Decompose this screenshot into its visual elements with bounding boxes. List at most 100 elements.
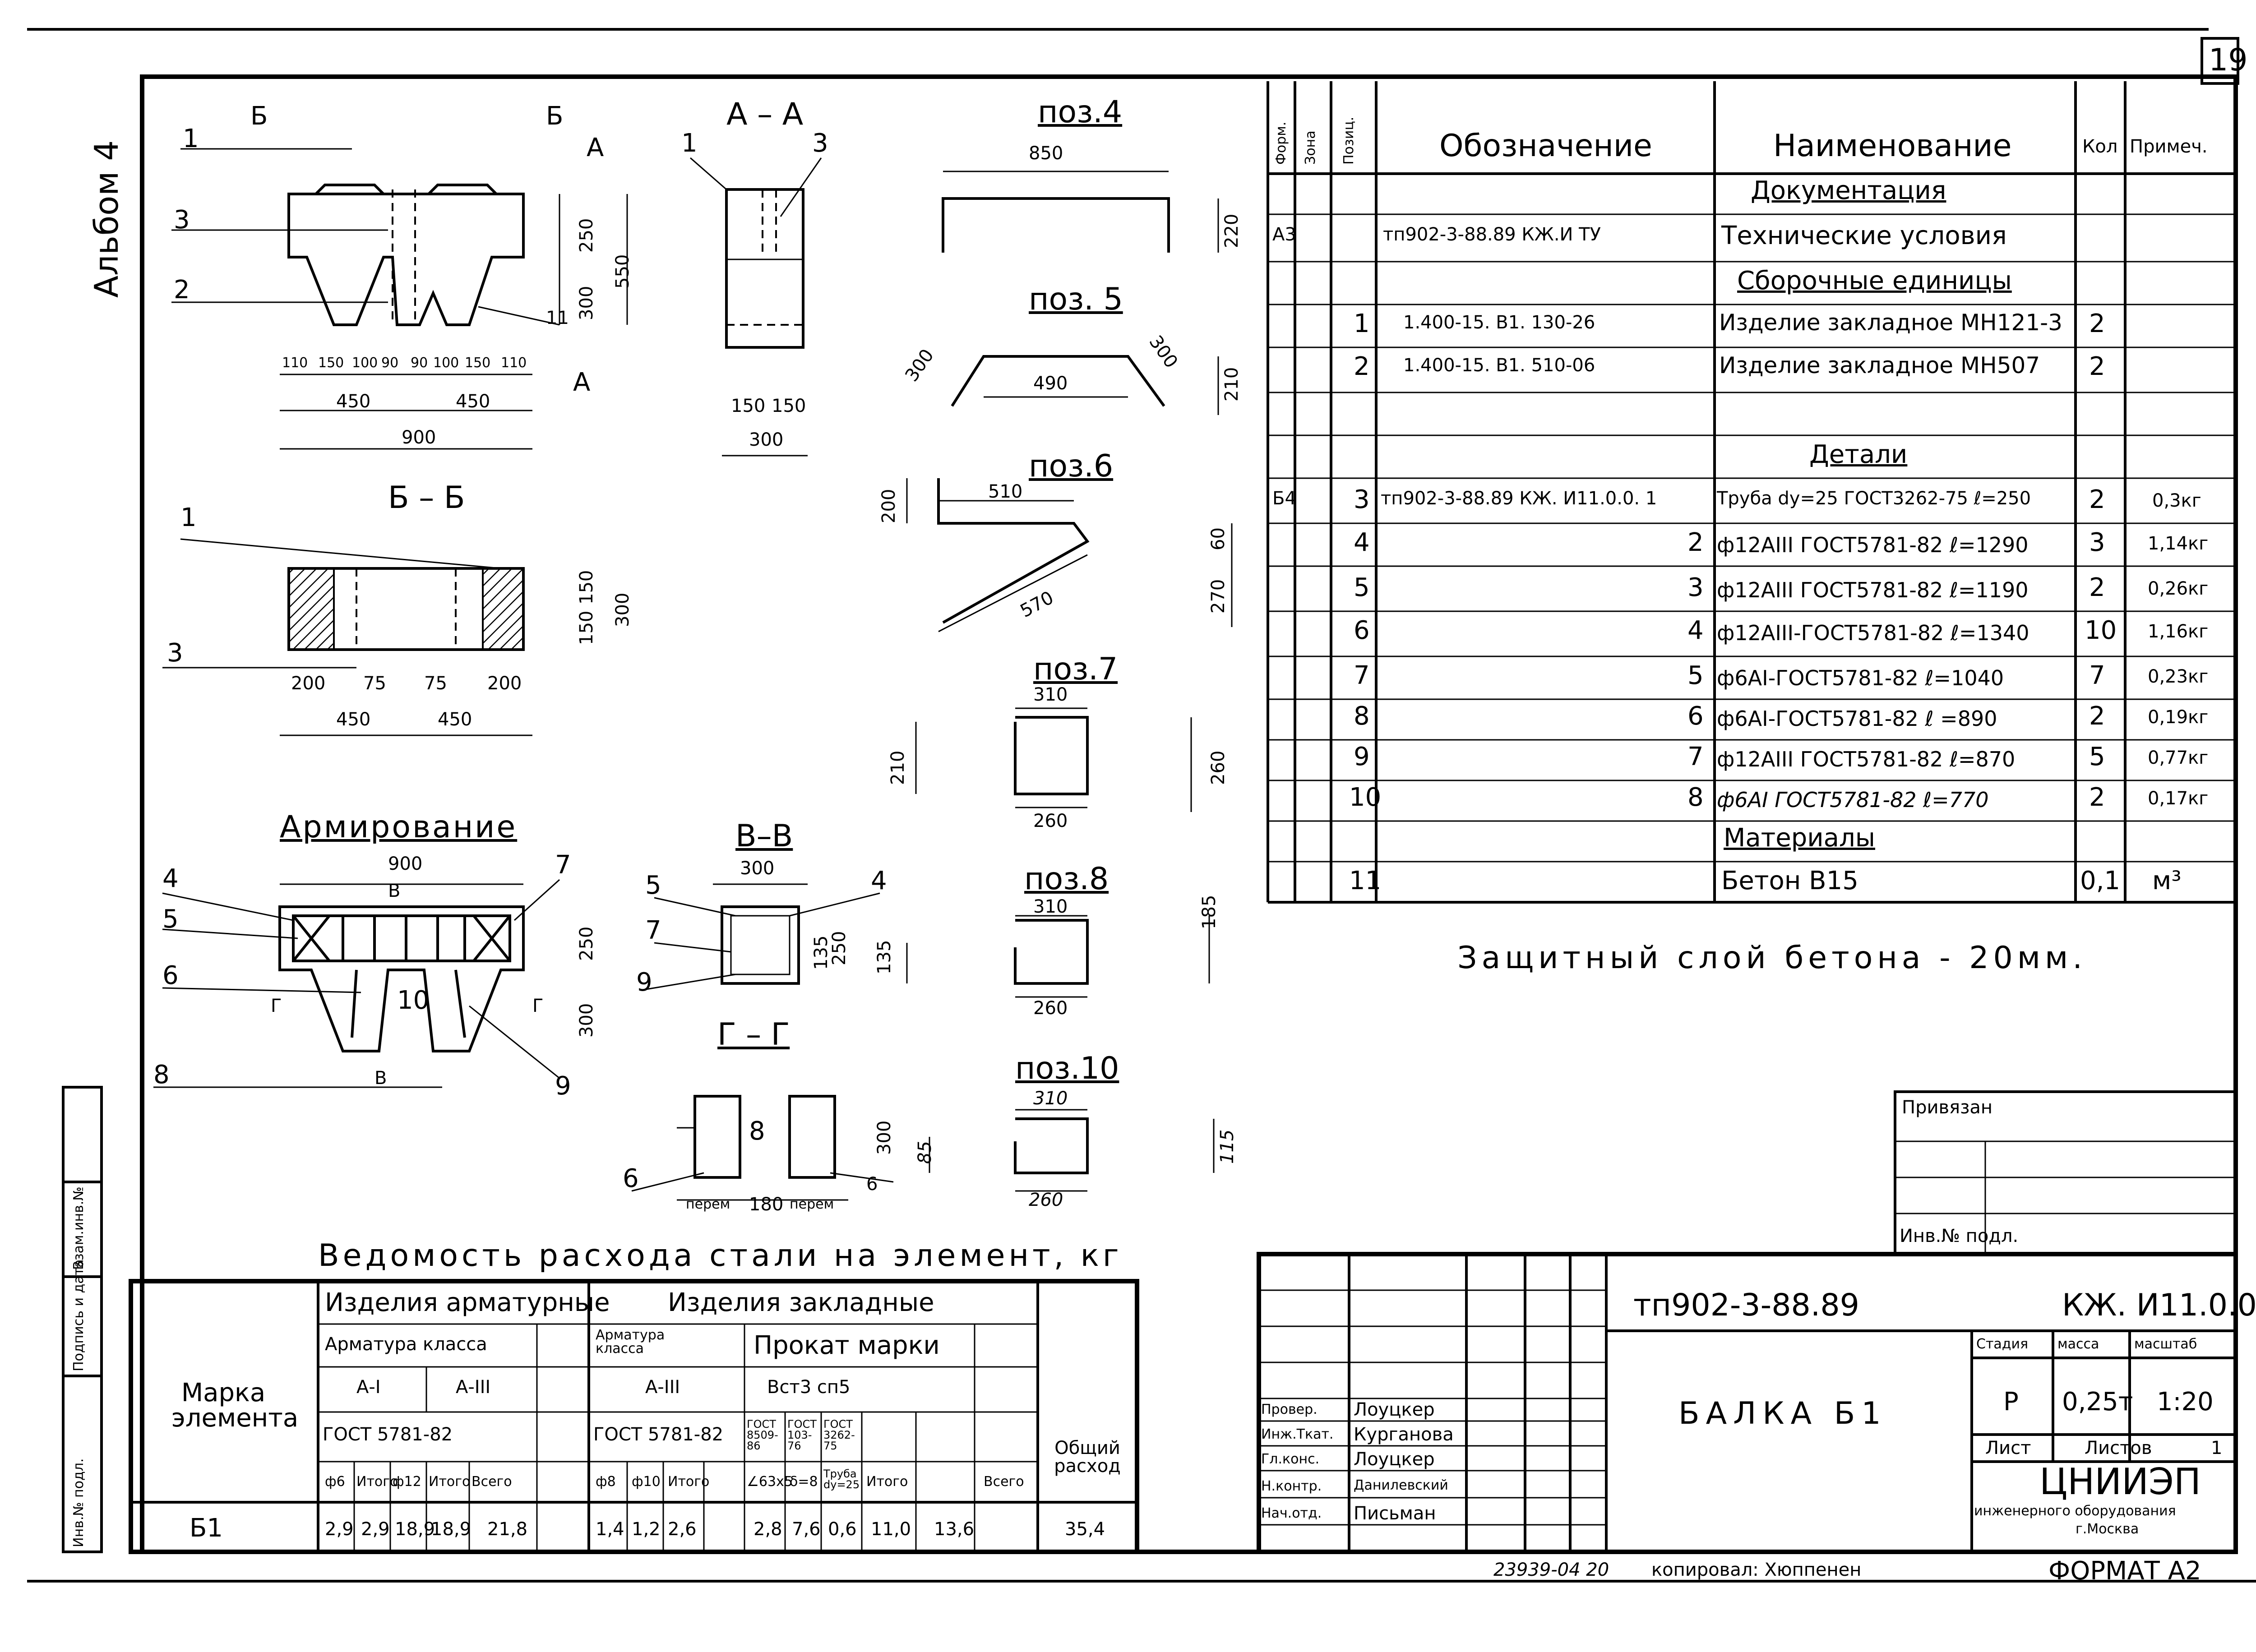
scale-header: масштаб [2134, 1336, 2197, 1352]
bar-pos7 [915, 707, 1192, 812]
drawing-title: БАЛКА Б1 [1678, 1396, 1887, 1431]
bar-pos6 [906, 478, 1233, 632]
reinforcement-title: Армирование [280, 809, 518, 845]
beam-elevation [171, 148, 628, 450]
section-aa-title: А – А [726, 97, 804, 132]
side-stamp-lines [62, 1086, 103, 1553]
section-gg [631, 1095, 894, 1201]
spec-table-grid [1267, 81, 2237, 904]
spec-row-designation: 1.400-15. В1. 510-06 [1403, 355, 1595, 376]
dim-total: 900 [402, 427, 436, 448]
spec-row-designation: тп902-3-88.89 КЖ. И11.0.0. 1 [1381, 488, 1657, 509]
row-cell: 2,9 [361, 1519, 390, 1540]
spec-row-pos: 3 [1354, 485, 1370, 514]
aa-dim-left: 150 [731, 396, 766, 416]
total-header: Общий расход [1054, 1438, 1121, 1477]
vv-callout-9: 9 [636, 968, 652, 997]
pos4-length: 850 [1029, 143, 1063, 164]
sheet-number: 19 [2209, 42, 2248, 78]
dim-right-lower: 300 [576, 286, 597, 320]
spec-row-assembly: Сборочные единицы [1737, 266, 2012, 295]
title-block-grid [1257, 1252, 2238, 1554]
album-label: Альбом 4 [88, 140, 125, 298]
spec-row-pos: 4 [1354, 528, 1370, 557]
row-cell-total: 35,4 [1065, 1519, 1105, 1540]
subheader-cell: Всего [984, 1474, 1024, 1490]
reinf-class: Арматура класса [325, 1334, 487, 1355]
subheader-cell: ф10 [632, 1474, 661, 1490]
cut-label-a-top: А [587, 133, 604, 162]
arm-callout-9: 9 [555, 1071, 571, 1101]
spec-header-note: Примеч. [2130, 136, 2208, 157]
gost-embed: ГОСТ 5781-82 [593, 1424, 724, 1445]
mass-value: 0,25т [2062, 1387, 2133, 1417]
spec-header-name: Наименование [1773, 128, 2012, 164]
arm-width: 900 [388, 854, 423, 874]
sig-name: Курганова [1354, 1424, 1454, 1445]
subheader-cell: Итого [866, 1474, 908, 1490]
subheader-cell: Итого [429, 1474, 471, 1490]
class-a1: А-I [356, 1377, 381, 1398]
spec-row-qty: 2 [2089, 485, 2105, 514]
bb-dim-height: 300 [612, 592, 633, 627]
reinf-group-header: Изделия арматурные [325, 1288, 610, 1317]
subheader-cell: ф12 [393, 1474, 421, 1490]
bb-dim-right: 150 [576, 610, 597, 645]
spec-row-name: ф6АI-ГОСТ5781-82 ℓ=1040 [1717, 666, 2004, 690]
spec-row-pos: 8 [1354, 701, 1370, 731]
arm-cut-g-right: Г [532, 996, 544, 1016]
spec-row-note: м³ [2152, 866, 2182, 895]
bar-pos4 [942, 171, 1219, 253]
spec-row-name: ф12АIII-ГОСТ5781-82 ℓ=1340 [1717, 621, 2029, 645]
class-a3-embed: А-III [645, 1377, 680, 1398]
format-label: ФОРМАТ А2 [2048, 1556, 2201, 1586]
spec-row-qty: 7 [2089, 661, 2105, 690]
spec-row-name: ф12АIII ГОСТ5781-82 ℓ=1190 [1717, 578, 2029, 602]
sig-role: Гл.конс. [1261, 1451, 1320, 1467]
gost-c: ГОСТ 3262-75 [823, 1418, 855, 1452]
vv-callout-7: 7 [645, 916, 661, 945]
stage-header: Стадия [1976, 1336, 2029, 1352]
subheader-cell: Всего [472, 1474, 512, 1490]
scale-value: 1:20 [2157, 1387, 2214, 1417]
dim-bottom: 100 [433, 355, 459, 371]
spec-row-note: 0,23кг [2148, 666, 2209, 687]
spec-row-name: Труба dу=25 ГОСТ3262-75 ℓ=250 [1717, 488, 2031, 509]
spec-row-qty: 2 [2089, 352, 2105, 381]
aa-dim-total: 300 [749, 429, 784, 450]
spec-row-name: ф6АI ГОСТ5781-82 ℓ=770 [1717, 788, 1989, 812]
side-stamp-sign: Подпись и дата [71, 1259, 87, 1372]
spec-row-note: 1,14кг [2148, 533, 2209, 554]
spec-row-qty: 10 [2085, 616, 2117, 645]
dim-half-right: 450 [456, 391, 490, 412]
bb-half-left: 450 [336, 709, 371, 730]
spec-row-pos: 1 [1354, 309, 1370, 338]
row-cell: 7,6 [792, 1519, 821, 1540]
callout-1: 1 [183, 124, 199, 153]
embed-group-header: Изделия закладные [668, 1288, 934, 1317]
spec-row-designation: 1.400-15. В1. 130-26 [1403, 312, 1595, 333]
sig-role: Нач.отд. [1261, 1505, 1322, 1521]
callout-11: 11 [546, 308, 569, 328]
gost-reinf: ГОСТ 5781-82 [323, 1424, 453, 1445]
row-cell: 2,8 [754, 1519, 782, 1540]
spec-row-note: 0,3кг [2152, 490, 2201, 511]
pos10-title: поз.10 [1015, 1051, 1119, 1086]
row-mark: Б1 [190, 1514, 223, 1543]
pos5-height: 210 [1221, 367, 1242, 401]
reinforcement-drawing [153, 879, 560, 1088]
subheader-cell: Итого [668, 1474, 710, 1490]
spec-header-designation: Обозначение [1439, 128, 1652, 164]
row-cell: 2,9 [325, 1519, 354, 1540]
steel-table-grid [129, 1279, 1139, 1554]
aa-dim-right: 150 [772, 396, 806, 416]
spec-row-name: Технические условия [1721, 221, 2007, 250]
archive-number: 23939-04 20 [1493, 1560, 1609, 1580]
copied-by: копировал: Хюппенен [1651, 1560, 1862, 1580]
spec-row-name: ф6АI-ГОСТ5781-82 ℓ =890 [1717, 706, 1997, 731]
spec-row-note: 0,77кг [2148, 748, 2209, 768]
row-cell: 2,6 [668, 1519, 697, 1540]
spec-header-qty: Кол [2082, 136, 2118, 157]
arm-callout-4: 4 [162, 864, 179, 893]
spec-row-qty: 0,1 [2080, 866, 2121, 895]
